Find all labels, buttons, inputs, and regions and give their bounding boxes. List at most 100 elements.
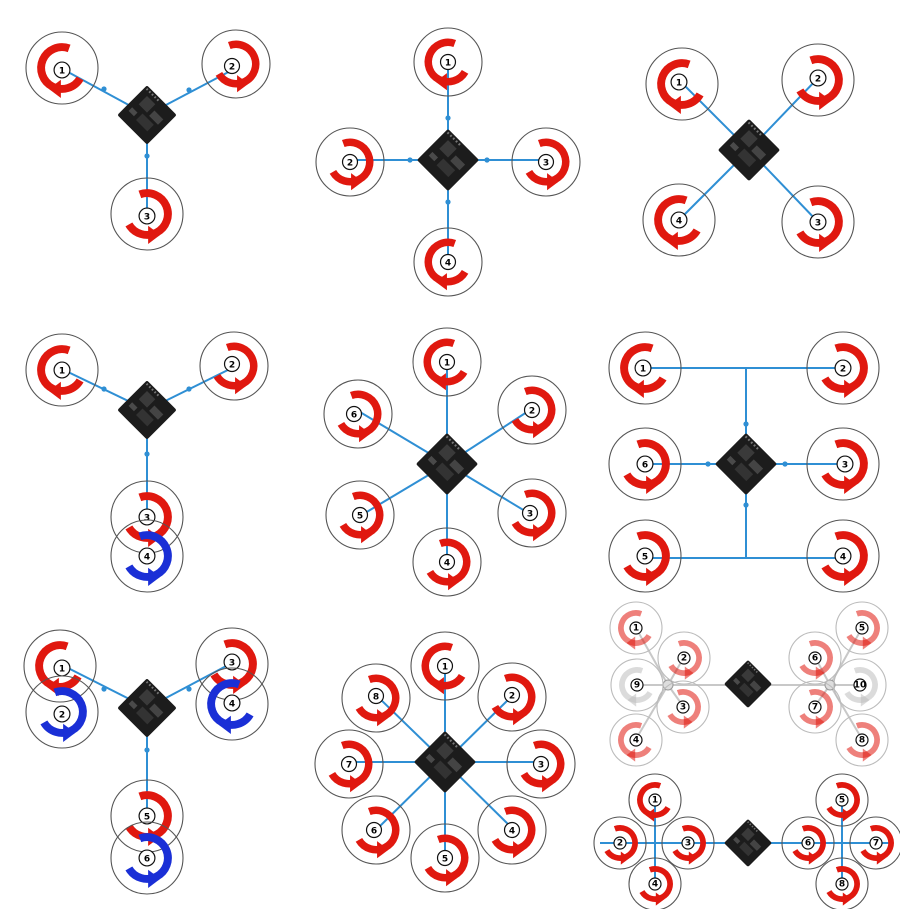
motor-number: 5: [859, 624, 865, 634]
motor-number-badge: [532, 755, 550, 773]
arrowhead-icon: [351, 173, 363, 191]
rotation-arrow-ccw: [424, 238, 469, 286]
motor-number: 8: [839, 880, 845, 890]
rotation-arrow-cw: [846, 722, 880, 758]
motor-6: 6: [110, 821, 184, 895]
propeller-ring: [849, 816, 900, 870]
arrowhead-icon: [48, 381, 61, 400]
rotation-arrow-cw: [799, 689, 833, 725]
arrowhead-icon: [235, 377, 247, 395]
arrowhead-icon: [542, 775, 554, 793]
motor-number-badge: [53, 361, 71, 379]
motor-number: 2: [229, 62, 235, 72]
motor-1: 1: [25, 333, 99, 407]
motor-number-badge: [630, 678, 644, 692]
rotation-arrow-cw: [821, 343, 868, 393]
motor-number: 6: [812, 654, 818, 664]
motor-4: 4: [110, 519, 184, 593]
motor-1: 1: [412, 327, 482, 397]
motor-number: 3: [538, 760, 544, 770]
motor-4: 4: [477, 795, 547, 865]
motor-4: 4: [413, 227, 483, 297]
rotation-arrow-cw: [328, 740, 373, 788]
motor-number-badge: [438, 553, 456, 571]
motor-5: 5: [835, 601, 889, 655]
motor-number: 2: [840, 365, 846, 375]
arrowhead-icon: [377, 841, 389, 859]
motor-number: 3: [543, 158, 549, 168]
propeller-ring: [201, 29, 271, 99]
arrowhead-icon: [646, 475, 659, 494]
rotation-arrow-ccw: [657, 59, 704, 109]
propeller-ring: [788, 631, 842, 685]
motor-number-badge: [835, 793, 849, 807]
arrowhead-icon: [860, 693, 870, 707]
motor-number: 10: [854, 681, 867, 691]
arm-joint: [705, 461, 711, 467]
motor-1: 1: [628, 773, 682, 827]
motor-number-badge: [439, 253, 457, 271]
motor-number-badge: [438, 353, 456, 371]
arrowhead-icon: [448, 573, 460, 591]
motor-number-badge: [676, 700, 690, 714]
rotation-arrow-ccw: [37, 43, 84, 93]
propeller-ring: [833, 658, 887, 712]
propeller-ring: [199, 331, 269, 401]
motor-number: 2: [59, 711, 65, 721]
arm-joint: [186, 87, 192, 93]
motor-number-badge: [138, 207, 156, 225]
arrowhead-icon: [432, 677, 444, 695]
rotation-arrow-cw: [796, 55, 843, 105]
motor-number-badge: [629, 621, 643, 635]
motor-1: 1: [23, 629, 97, 703]
propeller-ring: [412, 527, 482, 597]
motor-number-badge: [223, 355, 241, 373]
motor-2: 2: [657, 631, 711, 685]
motor-5: 5: [325, 480, 395, 550]
arrowhead-icon: [533, 421, 545, 439]
arrowhead-icon: [683, 715, 693, 729]
motor-number-badge: [834, 547, 852, 565]
motor-2: 2: [806, 331, 880, 405]
motor-number: 3: [842, 461, 848, 471]
motor-number-badge: [341, 153, 359, 171]
rotation-arrow-cw: [623, 531, 670, 581]
motor-number: 7: [873, 839, 879, 849]
motor-number: 2: [529, 406, 535, 416]
propeller-ring: [815, 857, 869, 909]
motor-number-badge: [855, 733, 869, 747]
rotation-arrow-cw: [511, 386, 556, 434]
propeller-ring: [23, 629, 97, 703]
arm-joint: [101, 386, 107, 392]
propeller-ring: [661, 816, 715, 870]
arrowhead-icon: [434, 373, 446, 391]
motor-number: 1: [633, 624, 639, 634]
propeller-ring: [110, 519, 184, 593]
arm-joint: [101, 686, 107, 692]
arm-joint: [782, 461, 788, 467]
rotation-arrow-ccw: [654, 195, 701, 245]
arm-joint: [445, 115, 451, 121]
motor-number-badge: [138, 547, 156, 565]
arrowhead-icon: [631, 379, 644, 398]
motor-number: 1: [442, 662, 448, 672]
flight-controller-board: [118, 86, 176, 144]
propeller-ring: [413, 227, 483, 297]
arrowhead-icon: [626, 636, 636, 650]
motor-number: 5: [839, 796, 845, 806]
motor-4: 4: [806, 519, 880, 593]
motor-number-badge: [523, 401, 541, 419]
arrowhead-icon: [844, 475, 857, 494]
propeller-ring: [788, 680, 842, 734]
arrowhead-icon: [533, 524, 545, 542]
motor-6: 6: [781, 816, 835, 870]
motor-number: 6: [371, 826, 377, 836]
motor-number: 1: [676, 79, 682, 89]
propeller-ring: [325, 480, 395, 550]
motor-2: 2: [25, 675, 99, 749]
motor-10: 10: [833, 658, 887, 712]
propeller-ring: [314, 729, 384, 799]
motor-number: 2: [509, 691, 515, 701]
